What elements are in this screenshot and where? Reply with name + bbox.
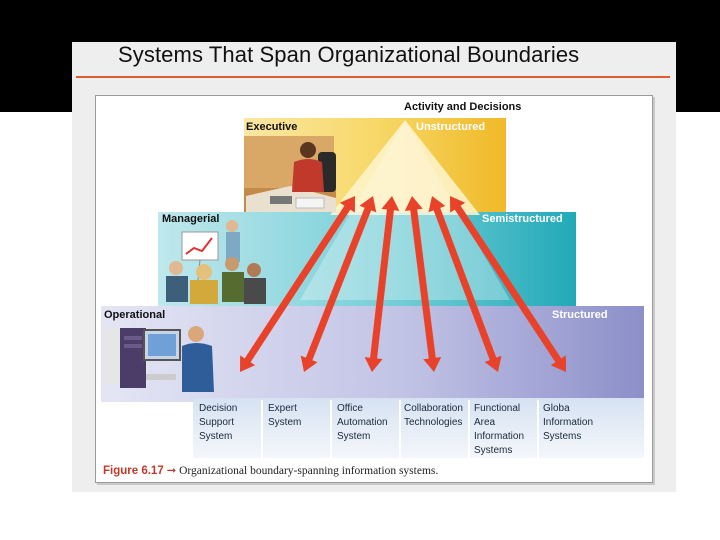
system-line: System (199, 431, 233, 442)
arrow-head-down (550, 355, 566, 372)
system-line: Area (474, 417, 496, 428)
double-arrow-2 (300, 196, 377, 372)
system-line: System (268, 417, 302, 428)
double-arrow-1 (240, 196, 355, 372)
system-line: Support (199, 417, 235, 428)
double-arrow-5 (428, 196, 502, 372)
figure-number: Figure 6.17 (103, 465, 164, 477)
system-line: Information (543, 417, 594, 428)
caption-arrow-icon: ➞ (166, 465, 177, 477)
arrow-head-down (240, 355, 256, 372)
arrow-shaft (432, 206, 498, 362)
arrow-head-down (300, 355, 318, 372)
caption-text: Organizational boundary-spanning informa… (179, 465, 439, 477)
arrow-head-down (423, 356, 442, 372)
arrow-head-up (339, 196, 355, 213)
activity-decisions-heading: Activity and Decisions (404, 101, 522, 113)
system-line: Automation (337, 417, 388, 428)
double-arrow-3 (364, 196, 400, 372)
title-underline (76, 76, 670, 78)
arrow-shaft (369, 207, 395, 361)
system-line: Functional (474, 403, 521, 414)
level-executive-label: Executive (246, 121, 298, 133)
system-decision-support: Decision Support System (199, 402, 265, 444)
arrow-head-up (381, 196, 400, 211)
system-line: Expert (268, 403, 297, 414)
system-line: Decision (199, 403, 238, 414)
arrow-head-up (404, 196, 423, 212)
arrow-head-down (484, 355, 502, 372)
system-functional-area: Functional Area Information Systems (474, 402, 540, 458)
system-line: System (337, 431, 371, 442)
arrows-group (240, 196, 566, 372)
executive-illustration (244, 136, 336, 212)
level-managerial-label: Managerial (162, 213, 220, 225)
system-line: Information (474, 431, 525, 442)
system-expert: Expert System (268, 402, 334, 430)
level-operational-label: Operational (104, 309, 166, 321)
figure-caption: Figure 6.17 ➞ Organizational boundary-sp… (103, 463, 438, 477)
arrow-shaft (410, 207, 436, 361)
system-line: Collaboration (404, 403, 463, 414)
system-global-information: Globa Information Systems (543, 402, 609, 444)
slide-title: Systems That Span Organizational Boundar… (118, 42, 580, 67)
system-column-dividers (261, 400, 539, 458)
arrow-head-down (364, 357, 383, 372)
system-line: Office (337, 403, 363, 414)
arrow-head-up (450, 196, 466, 213)
operational-illustration (104, 326, 214, 392)
arrow-head-up (359, 196, 377, 213)
decision-unstructured-label: Unstructured (416, 121, 486, 133)
arrow-shaft (243, 204, 352, 364)
system-line: Systems (543, 431, 582, 442)
managerial-illustration (166, 220, 266, 304)
arrow-shaft (305, 205, 372, 363)
system-line: Technologies (404, 417, 463, 428)
system-line: Globa (543, 403, 570, 414)
double-arrow-6 (450, 196, 566, 372)
system-line: Systems (474, 445, 513, 456)
arrow-head-up (428, 196, 446, 213)
system-collaboration: Collaboration Technologies (404, 402, 470, 430)
decision-structured-label: Structured (552, 309, 608, 321)
decision-semistructured-label: Semistructured (482, 213, 563, 225)
systems-band (193, 398, 644, 458)
system-office-automation: Office Automation System (337, 402, 403, 444)
arrow-shaft (453, 204, 563, 364)
double-arrow-4 (404, 196, 442, 372)
